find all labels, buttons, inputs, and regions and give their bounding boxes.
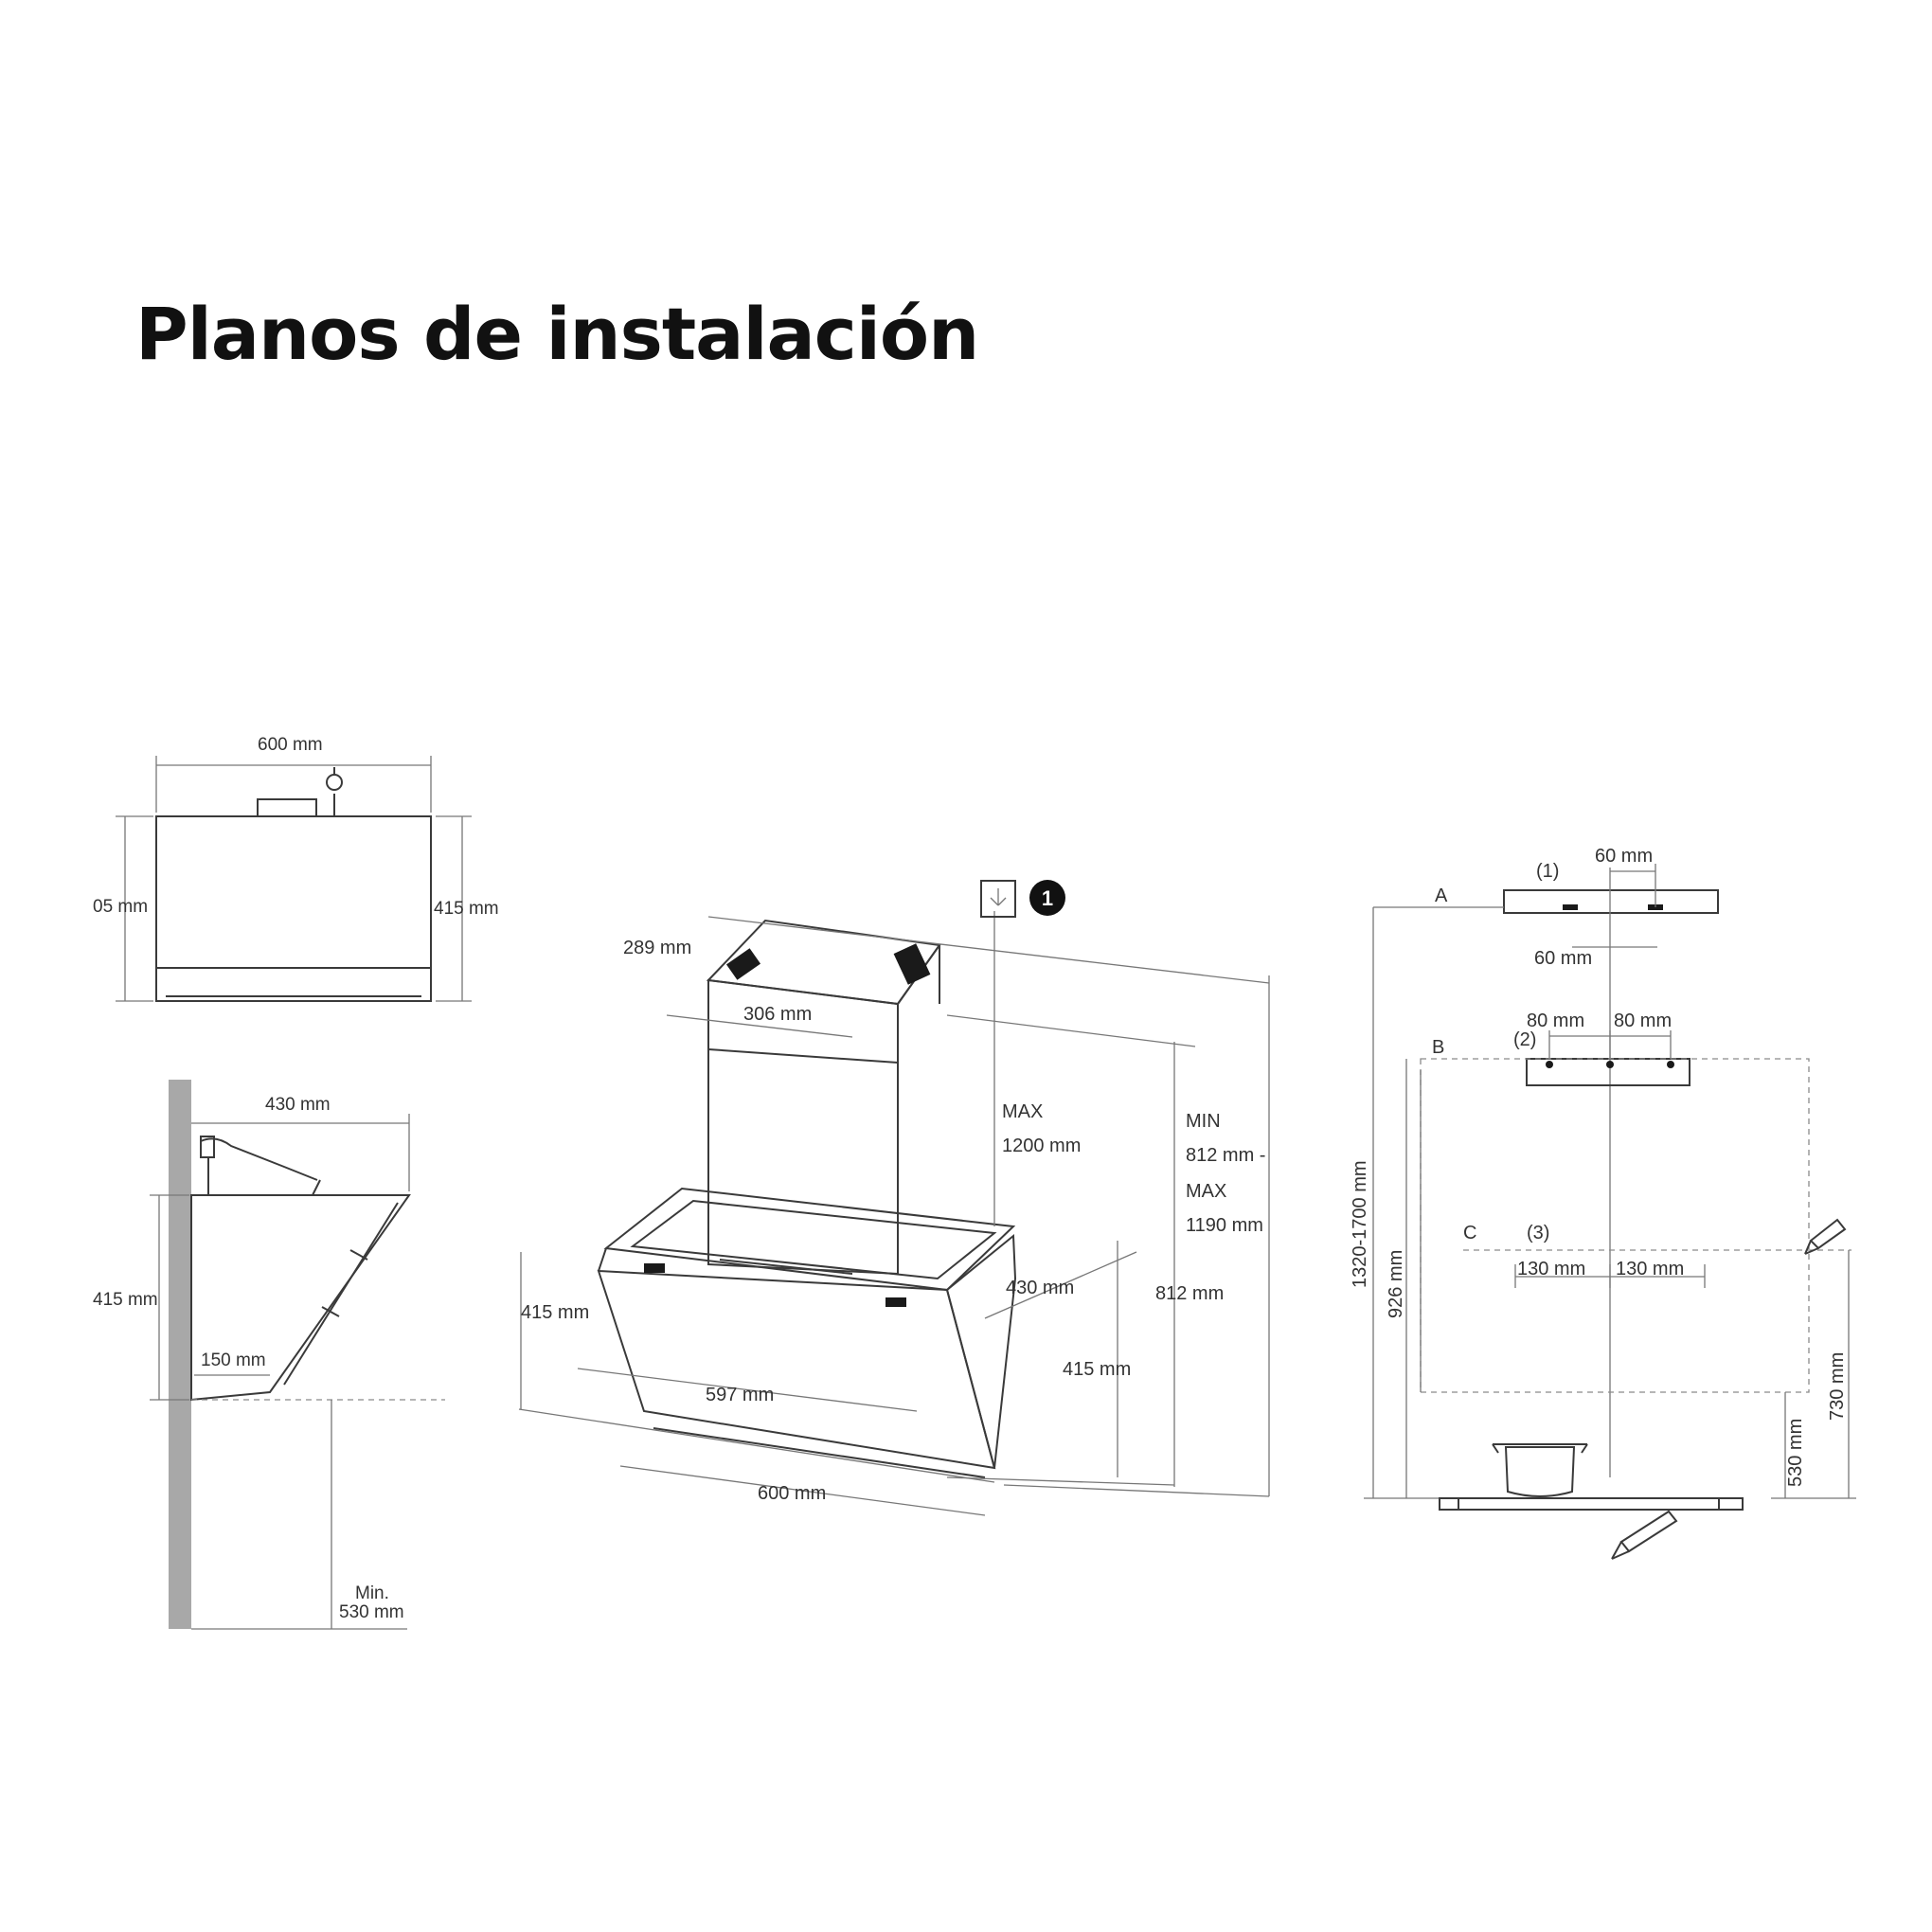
wall-label-n2: (2) — [1513, 1029, 1536, 1050]
pencil-icon — [1804, 1218, 1847, 1255]
iso-right-height-label: 415 mm — [1063, 1359, 1131, 1380]
pencil-icon — [1611, 1510, 1678, 1560]
wall-label-n1: (1) — [1536, 861, 1559, 882]
iso-max2-value: 1190 mm — [1186, 1215, 1263, 1236]
wall-a-bottom-label: 60 mm — [1534, 948, 1592, 969]
iso-min-value: 812 mm - — [1186, 1145, 1265, 1166]
iso-max2-label: MAX — [1186, 1181, 1226, 1202]
iso-duct-depth-label: 289 mm — [623, 938, 691, 958]
front-width-label: 600 mm — [258, 735, 323, 755]
front-height-right-label: 415 mm — [434, 899, 499, 919]
isometric-view — [518, 911, 1270, 1516]
side-depth-label: 430 mm — [265, 1095, 331, 1115]
wall-730-label: 730 mm — [1827, 1352, 1848, 1421]
iso-max-label: MAX — [1002, 1101, 1043, 1122]
duct-connector-icon — [200, 1136, 318, 1195]
iso-min-label: MIN — [1186, 1111, 1221, 1132]
side-view — [150, 1080, 445, 1630]
socket-icon — [980, 880, 1016, 918]
iso-max-value: 1200 mm — [1002, 1136, 1081, 1156]
wall-label-b: B — [1432, 1037, 1444, 1058]
callout-badge: 1 — [1029, 880, 1065, 916]
wall-530-label: 530 mm — [1785, 1419, 1806, 1487]
iso-overall-label: 812 mm — [1155, 1283, 1224, 1304]
iso-hood-depth-label: 430 mm — [1006, 1278, 1074, 1298]
wall-a-top-label: 60 mm — [1595, 846, 1653, 867]
iso-inner-width-label: 597 mm — [706, 1385, 774, 1405]
pot-icon — [1492, 1443, 1588, 1497]
front-view — [116, 756, 472, 1002]
wall-label-a: A — [1435, 886, 1448, 906]
wall-label-c: C — [1463, 1223, 1476, 1243]
iso-width-label: 600 mm — [758, 1483, 826, 1504]
wall-b-right-label: 80 mm — [1614, 1011, 1672, 1031]
side-bottom-label: 150 mm — [201, 1351, 266, 1370]
wall-label-n3: (3) — [1527, 1223, 1549, 1243]
iso-duct-width-label: 306 mm — [743, 1004, 812, 1025]
wall-c-right-label: 130 mm — [1616, 1259, 1684, 1279]
plug-icon — [326, 767, 343, 816]
wall-mounting-view — [1364, 864, 1856, 1511]
front-height-left-label: 05 mm — [93, 897, 148, 917]
iso-left-height-label: 415 mm — [521, 1302, 589, 1323]
wall-c-left-label: 130 mm — [1517, 1259, 1585, 1279]
wall-b-left-label: 80 mm — [1527, 1011, 1584, 1031]
wall-total-height-label: 1320-1700 mm — [1350, 1160, 1370, 1288]
wall-926-label: 926 mm — [1386, 1250, 1406, 1318]
callout-number: 1 — [1042, 886, 1053, 910]
side-height-label: 415 mm — [93, 1290, 158, 1310]
page-title: Planos de instalación — [135, 292, 979, 376]
wall — [169, 1080, 191, 1629]
side-min-line2: 530 mm — [339, 1602, 404, 1622]
side-min-line1: Min. — [355, 1583, 389, 1603]
